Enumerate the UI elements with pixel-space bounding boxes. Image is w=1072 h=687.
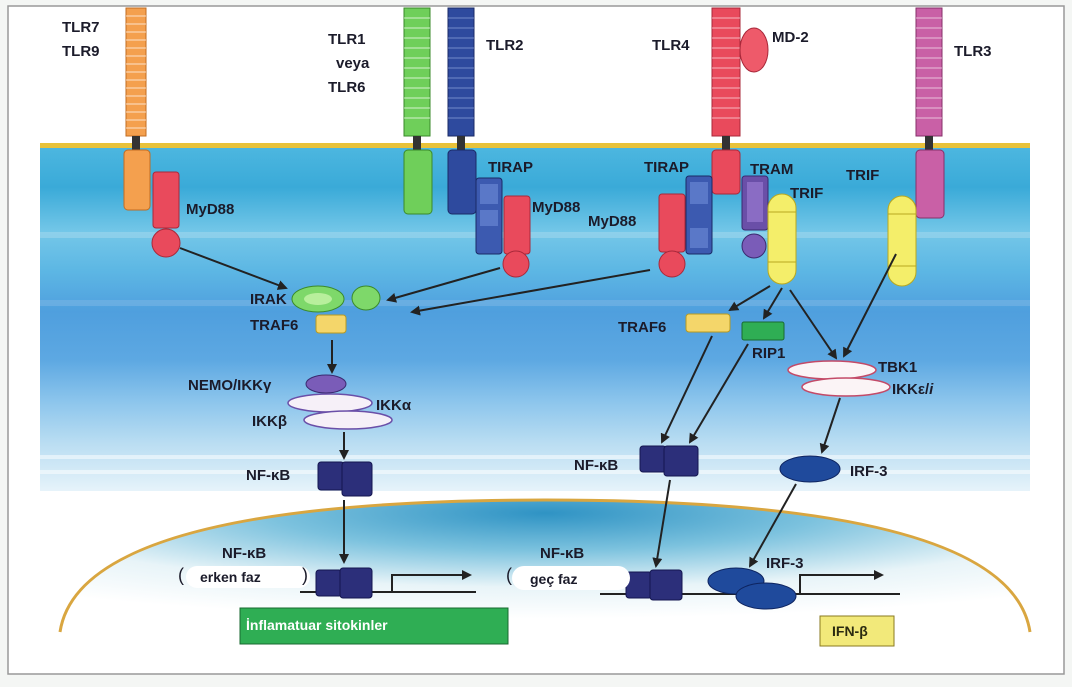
paren-right: ): [302, 566, 308, 584]
band-line: [40, 455, 1030, 459]
tbk1-label: TBK1: [878, 360, 917, 375]
md2-label: MD-2: [772, 30, 809, 45]
myd88-left: [152, 172, 180, 257]
tlr1-6-receptor: [404, 8, 432, 214]
nfkb-cyto-mid-label: NF-κB: [574, 458, 618, 473]
irf3-nuc-label: IRF-3: [766, 556, 804, 571]
myd88-left-label: MyD88: [186, 202, 234, 217]
tlr3-receptor: [916, 8, 944, 218]
tlr9-label: TLR9: [62, 44, 100, 59]
traf6-right-label: TRAF6: [618, 320, 666, 335]
nfkb-cyto-mid: [640, 446, 698, 476]
paren-left-2: (: [506, 566, 512, 584]
myd88-tlr2-label: MyD88: [532, 200, 580, 215]
traf6-left-label: TRAF6: [250, 318, 298, 333]
ifn-beta-label: IFN-β: [832, 623, 868, 639]
trif-tlr4: [768, 194, 796, 284]
tbk1-protein: [788, 361, 876, 379]
irak-label: IRAK: [250, 292, 287, 307]
irf3-cyto: [780, 456, 840, 482]
plasma-membrane: [40, 143, 1030, 148]
nfkb-nuc-mid: [626, 570, 682, 600]
tlr4-receptor: [712, 8, 740, 194]
ikke-i-text: i: [929, 381, 933, 398]
traf6-right: [686, 314, 730, 332]
md2-protein: [740, 28, 768, 72]
band-line: [40, 232, 1030, 238]
ikke-label: IKKε/i: [892, 382, 933, 397]
ikka-label: IKKα: [376, 398, 411, 413]
tlr7-label: TLR7: [62, 20, 100, 35]
tlr2-receptor: [448, 8, 476, 214]
veya-label: veya: [336, 56, 369, 71]
myd88-tlr4-label: MyD88: [588, 214, 636, 229]
ikk-alpha-protein: [288, 394, 372, 412]
nfkb-nuc-left: [316, 568, 372, 598]
inflammatory-label: İnflamatuar sitokinler: [246, 617, 388, 633]
tram-label: TRAM: [750, 162, 793, 177]
tlr6-label: TLR6: [328, 80, 366, 95]
nemo-label: NEMO/IKKγ: [188, 378, 271, 393]
trif-tlr3-label: TRIF: [846, 168, 879, 183]
irf3-cyto-label: IRF-3: [850, 464, 888, 479]
tlr1-label: TLR1: [328, 32, 366, 47]
nfkb-nuc-mid-label: NF-κB: [540, 546, 584, 561]
rip1-label: RIP1: [752, 346, 785, 361]
tirap-tlr4-label: TIRAP: [644, 160, 689, 175]
nemo-protein: [306, 375, 346, 393]
irak-complex: [292, 286, 380, 312]
trif-tlr3: [888, 196, 916, 286]
gec-faz-label: geç faz: [530, 572, 577, 586]
ikke-text: IKKε/: [892, 381, 929, 398]
paren-left: (: [178, 566, 184, 584]
band-line: [40, 300, 1030, 306]
trif-tlr4-label: TRIF: [790, 186, 823, 201]
irf3-nuc-lower: [736, 583, 796, 609]
nfkb-nuc-left-label: NF-κB: [222, 546, 266, 561]
rip1-protein: [742, 322, 784, 340]
cytoplasm: [40, 146, 1030, 491]
traf6-left: [316, 315, 346, 333]
tirap-tlr2-label: TIRAP: [488, 160, 533, 175]
tlr3-label: TLR3: [954, 44, 992, 59]
ikke-protein: [802, 378, 890, 396]
tram-protein: [742, 176, 768, 258]
ikkb-label: IKKβ: [252, 414, 287, 429]
tlr4-label: TLR4: [652, 38, 690, 53]
nfkb-cyto-left-label: NF-κB: [246, 468, 290, 483]
tlr7-9-receptor: [124, 8, 150, 210]
erken-faz-label: erken faz: [200, 570, 261, 584]
tlr2-label: TLR2: [486, 38, 524, 53]
